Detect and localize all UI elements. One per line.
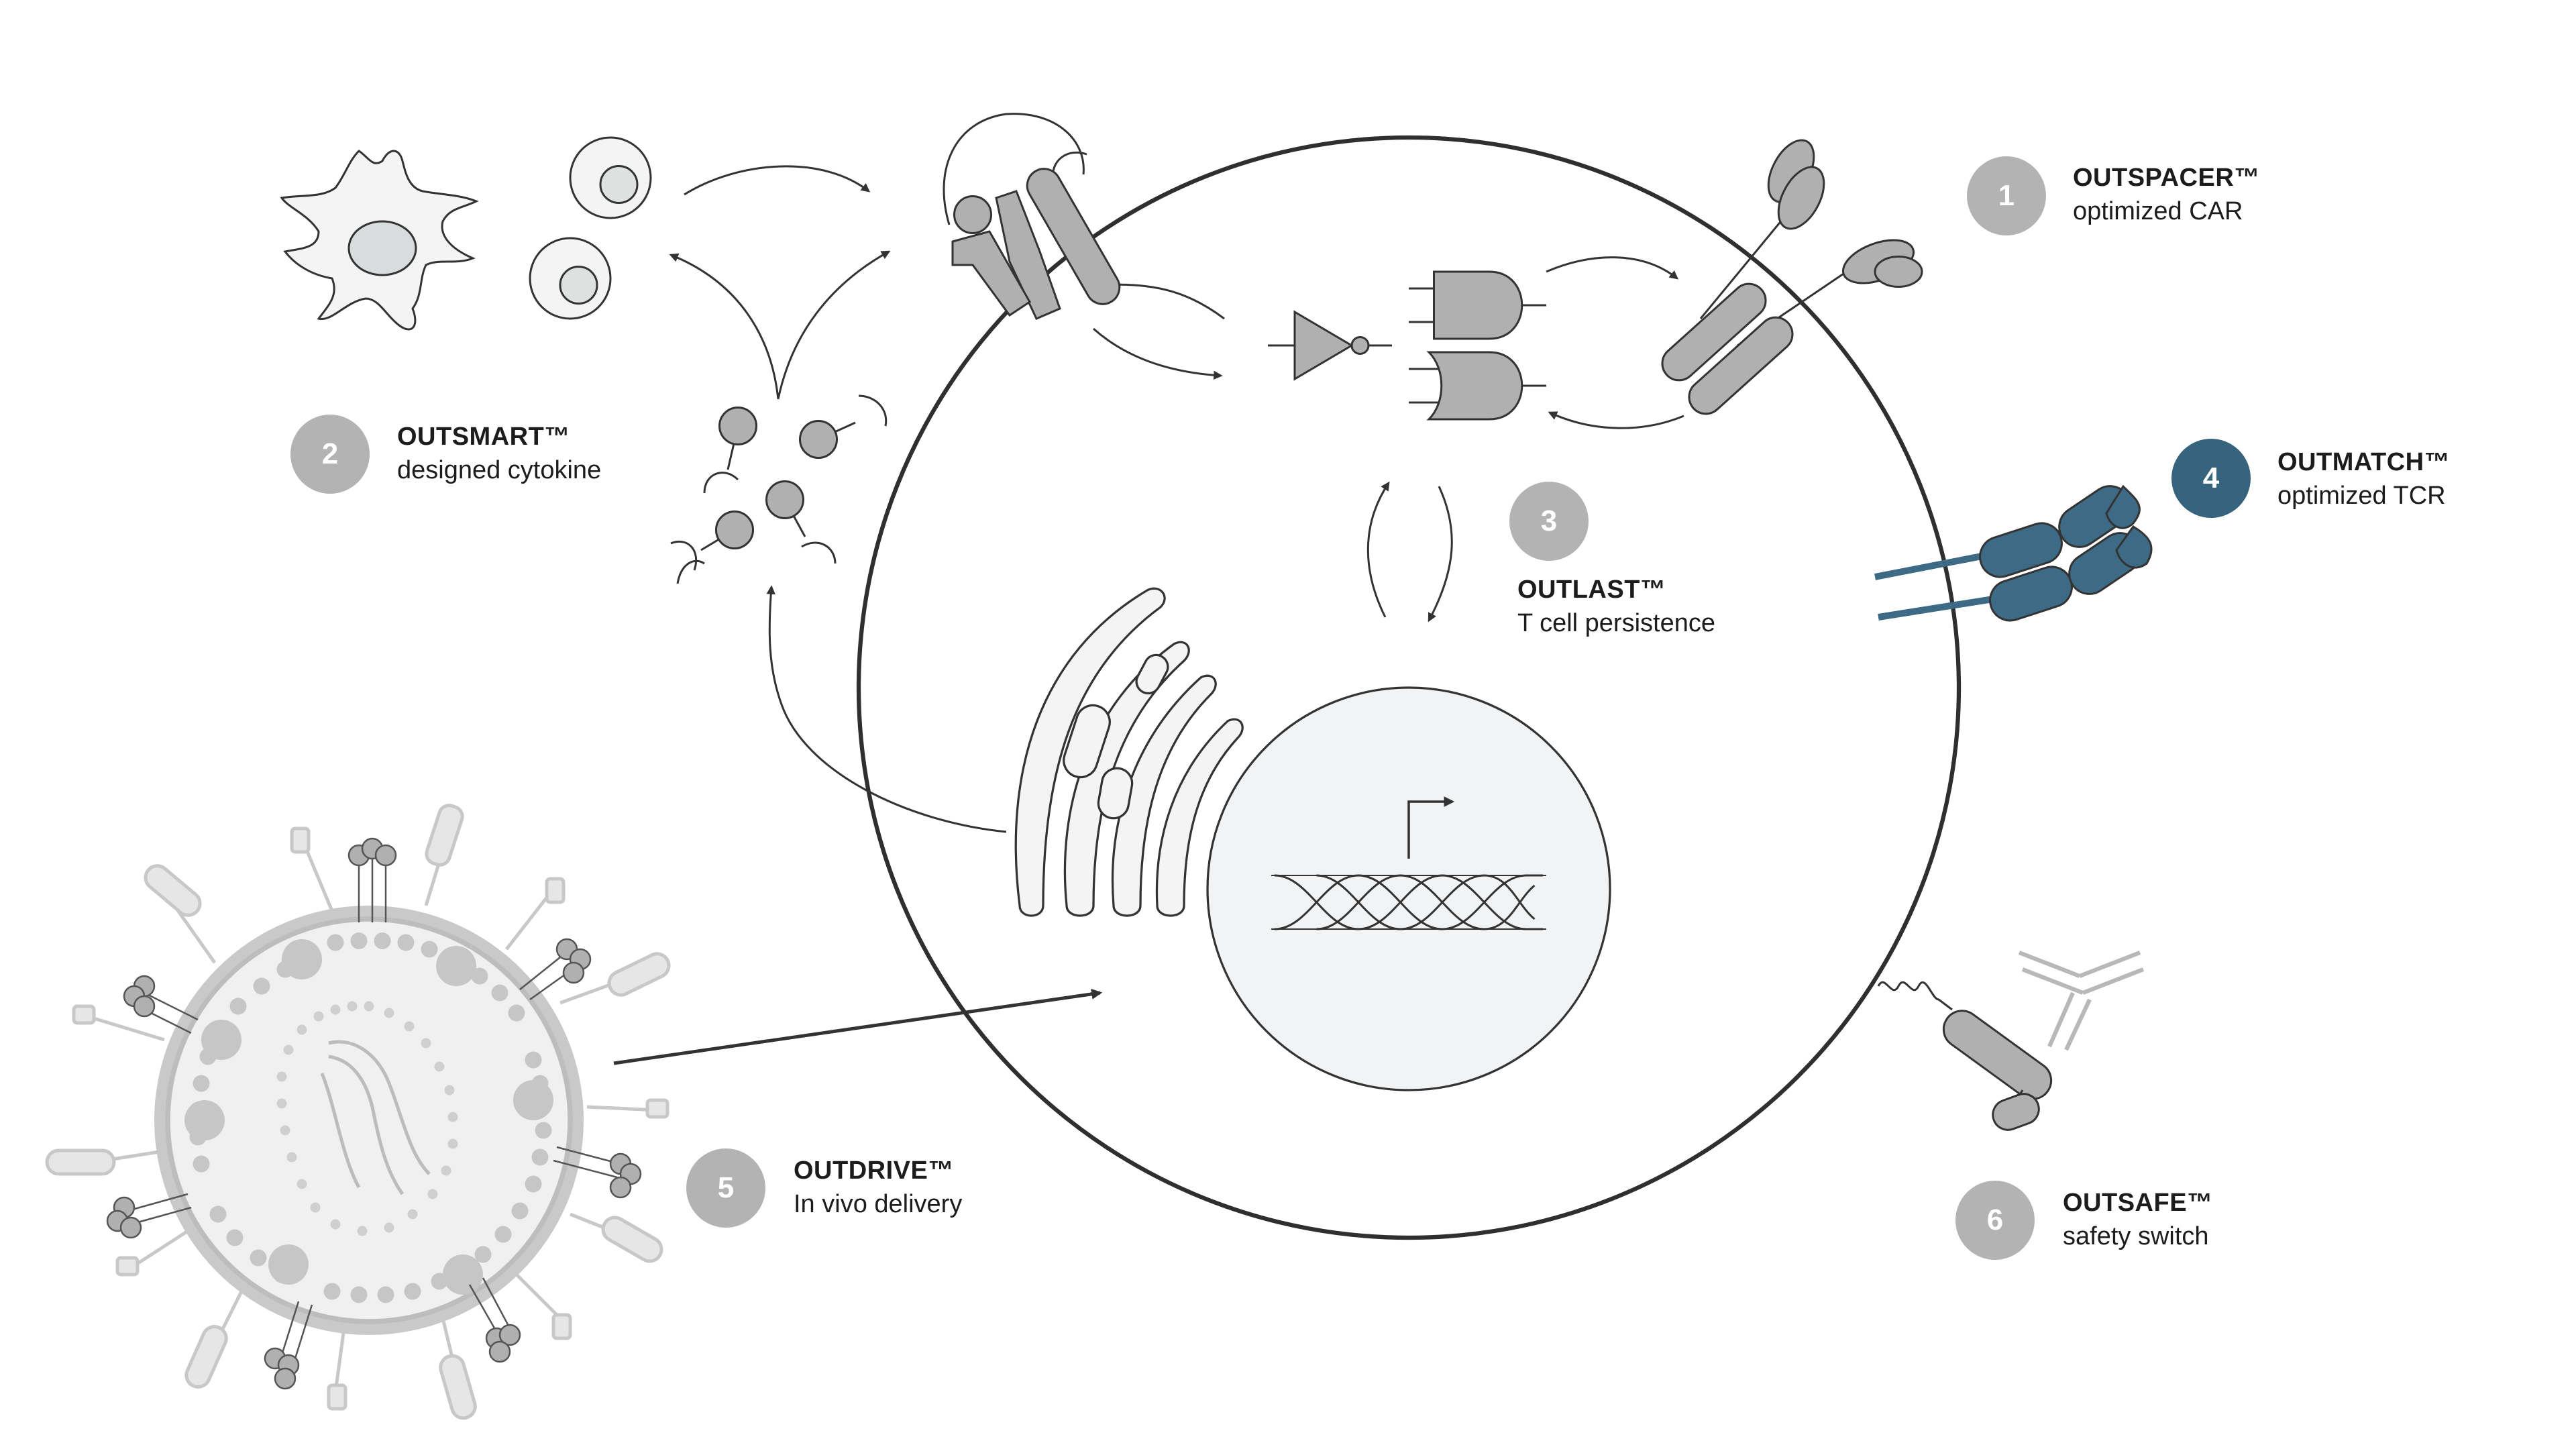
feature-subtitle: In vivo delivery [794,1190,963,1218]
feature-title: OUTMATCH™ [2277,448,2451,476]
promoter-arrow-icon [1407,796,1455,859]
feature-subtitle: T cell persistence [1517,609,1715,637]
golgi-apparatus-icon [1014,587,1244,917]
label-outdrive: OUTDRIVE™ In vivo delivery [794,1154,962,1221]
feature-title: OUTDRIVE™ [794,1157,954,1185]
viral-vector-icon [45,804,671,1420]
feature-subtitle: optimized CAR [2073,197,2243,225]
target-cells-icon [529,136,652,320]
badge-outsmart: 2 [290,415,370,494]
badge-outlast: 3 [1509,482,1589,561]
label-outsafe: OUTSAFE™ safety switch [2063,1186,2213,1253]
pathway-arrows [613,165,1103,1065]
cytokine-icon [670,394,888,584]
synapse-receptor-icon [943,113,1121,320]
label-outsmart: OUTSMART™ designed cytokine [397,420,601,487]
label-outspacer: OUTSPACER™ optimized CAR [2073,161,2260,228]
feature-subtitle: designed cytokine [397,456,602,484]
tcr-icon [1874,484,2153,622]
badge-outmatch: 4 [2171,439,2251,518]
dendritic-cell-icon [280,150,479,331]
label-outlast: OUTLAST™ T cell persistence [1517,573,1715,640]
nucleus [1206,686,1611,1091]
feature-subtitle: safety switch [2063,1222,2209,1250]
feature-title: OUTLAST™ [1517,576,1666,604]
badge-outsafe: 6 [1955,1181,2035,1260]
logic-gates-icon [1268,270,1546,421]
feature-title: OUTSAFE™ [2063,1189,2213,1217]
feature-title: OUTSPACER™ [2073,164,2260,192]
dna-helix-icon [1271,874,1546,930]
feature-title: OUTSMART™ [397,423,570,451]
badge-outdrive: 5 [686,1148,765,1228]
label-outmatch: OUTMATCH™ optimized TCR [2277,445,2450,513]
feature-subtitle: optimized TCR [2277,482,2446,510]
safety-switch-icon [1877,951,2145,1131]
car-receptor-icon [1661,139,1923,415]
badge-outspacer: 1 [1967,156,2046,235]
